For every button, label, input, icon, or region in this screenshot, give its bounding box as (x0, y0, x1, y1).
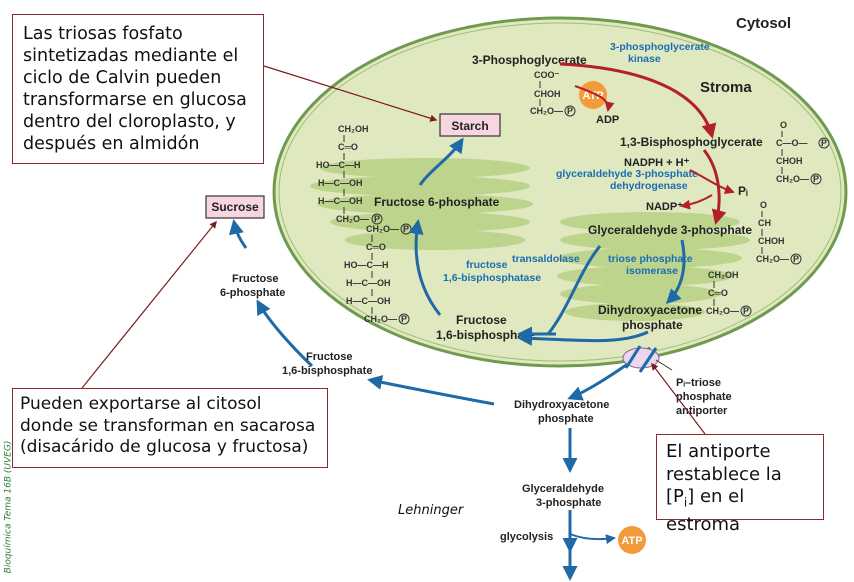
svg-text:P: P (374, 214, 380, 224)
nadp-label: NADP⁺ (646, 201, 683, 213)
svg-text:C═O: C═O (338, 142, 358, 152)
svg-text:H—C—OH: H—C—OH (318, 196, 363, 206)
dhap-stroma-1: Dihydroxyacetone (598, 303, 702, 317)
pointer-lines (81, 65, 706, 435)
sucrose-label: Sucrose (211, 200, 259, 214)
svg-text:P: P (813, 174, 819, 184)
chloroplast-inner (278, 22, 842, 362)
atp-circle-bottom (618, 526, 646, 554)
antiporter-label-3: antiporter (676, 405, 728, 417)
svg-text:P: P (567, 106, 573, 116)
g3p-cytosol-2: 3-phosphate (536, 497, 601, 509)
svg-text:P: P (743, 306, 749, 316)
svg-text:P: P (821, 138, 827, 148)
svg-text:CH₂O—: CH₂O— (776, 174, 809, 184)
transaldolase-enzyme: transaldolase (512, 253, 580, 265)
pgk-enzyme-2: kinase (628, 53, 661, 65)
svg-text:COO⁻: COO⁻ (534, 70, 560, 80)
dhap-cytosol-2: phosphate (538, 413, 594, 425)
nadph-label: NADPH + H⁺ (624, 157, 690, 169)
antiporter-label-2: phosphate (676, 391, 732, 403)
cytosol-label: Cytosol (736, 15, 791, 32)
svg-text:HO—C—H: HO—C—H (344, 260, 389, 270)
pi-label: Pᵢ (738, 184, 748, 198)
tim-enzyme-1: triose phosphate (608, 253, 693, 265)
fbp-cytosol-2: 1,6-bisphosphate (282, 365, 372, 377)
starch-box (439, 113, 501, 137)
svg-text:C—O—: C—O— (776, 138, 808, 148)
glycolysis-label: glycolysis (500, 531, 553, 543)
adp-label: ADP (596, 114, 619, 126)
svg-text:CH₂O—: CH₂O— (530, 106, 563, 116)
pathway-arrows (229, 137, 686, 581)
note-antiporter: El antiporte restablece la [Pi] en el es… (656, 434, 824, 535)
svg-text:CH₂O—: CH₂O— (336, 214, 369, 224)
tim-enzyme-2: isomerase (626, 265, 678, 277)
atp-bottom: ATP (621, 535, 642, 547)
note-calvin-triose: Las triosas fosfato sintetizadas mediant… (12, 14, 264, 164)
note-antiporter-sub: i (683, 495, 688, 510)
svg-text:CHOH: CHOH (776, 156, 803, 166)
g3p-cytosol-1: Glyceraldehyde (522, 483, 604, 495)
svg-text:CHOH: CHOH (758, 236, 785, 246)
3-phosphoglycerate: 3-Phosphoglycerate (472, 53, 587, 67)
svg-text:P: P (401, 314, 407, 324)
structure-f6p: CH₂OH C═O HO—C—H H—C—OH H—C—OH CH₂O— P (316, 124, 383, 225)
svg-text:C═O: C═O (708, 288, 728, 298)
fbpase-enzyme-2: 1,6-bisphosphatase (443, 272, 541, 284)
1-3-bisphosphoglycerate: 1,3-Bisphosphoglycerate (620, 135, 763, 149)
fbpase-enzyme-1: fructose (466, 259, 508, 271)
svg-text:CHOH: CHOH (534, 89, 561, 99)
atp-top: ATP (582, 90, 603, 102)
svg-text:CH: CH (758, 218, 771, 228)
structure-dhap-stroma: CH₂OH C═O CH₂O— P (706, 270, 752, 317)
thylakoid-stacks (310, 158, 750, 321)
f6p-cytosol-2: 6-phosphate (220, 287, 285, 299)
f6p-cytosol-1: Fructose (232, 273, 278, 285)
svg-text:CH₂O—: CH₂O— (756, 254, 789, 264)
dhap-stroma-2: phosphate (622, 318, 683, 332)
structure-fbp: CH₂O— P C═O HO—C—H H—C—OH H—C—OH CH₂O— P (344, 223, 412, 325)
fbp-stroma-1: Fructose (456, 313, 507, 327)
antiporter (622, 345, 673, 373)
side-caption: Bioquímica Tema 16B (UVEG) (3, 440, 14, 574)
svg-text:CH₂OH: CH₂OH (338, 124, 369, 134)
svg-text:CH₂O—: CH₂O— (366, 224, 399, 234)
svg-text:H—C—OH: H—C—OH (346, 296, 391, 306)
note-antiporter-b: ] en el estroma (666, 486, 745, 536)
note-antiporter-a: El antiporte restablece la [P (666, 441, 782, 507)
antiporter-label-1: Pᵢ–triose (676, 377, 721, 389)
svg-text:O: O (760, 200, 767, 210)
structure-3pg: COO⁻ CHOH CH₂O— P (530, 70, 576, 117)
note-export-cytosol: Pueden exportarse al citosol donde se tr… (12, 388, 328, 468)
svg-text:H—C—OH: H—C—OH (346, 278, 391, 288)
fbp-cytosol-1: Fructose (306, 351, 352, 363)
pgk-enzyme-1: 3-phosphoglycerate (610, 41, 710, 53)
svg-text:O: O (780, 120, 787, 130)
svg-text:CH₂O—: CH₂O— (706, 306, 739, 316)
dhap-cytosol-1: Dihydroxyacetone (514, 399, 609, 411)
sucrose-box (205, 195, 265, 219)
svg-text:CH₂O—: CH₂O— (364, 314, 397, 324)
stroma-label: Stroma (700, 79, 752, 96)
fructose-6-phosphate: Fructose 6-phosphate (374, 195, 500, 209)
gapdh-enzyme-1: glyceraldehyde 3-phosphate (556, 168, 698, 180)
reduction-arrows (559, 62, 735, 225)
svg-text:C═O: C═O (366, 242, 386, 252)
svg-text:CH₂OH: CH₂OH (708, 270, 739, 280)
svg-text:H—C—OH: H—C—OH (318, 178, 363, 188)
svg-text:P: P (793, 254, 799, 264)
starch-label: Starch (451, 119, 488, 133)
atp-circle-top (579, 81, 607, 109)
glyceraldehyde-3-phosphate: Glyceraldehyde 3-phosphate (588, 223, 752, 237)
svg-text:P: P (403, 224, 409, 234)
structure-g3p: O CH CHOH CH₂O— P (756, 200, 802, 265)
gapdh-enzyme-2: dehydrogenase (610, 180, 688, 192)
source-credit: Lehninger (398, 503, 464, 518)
svg-text:HO—C—H: HO—C—H (316, 160, 361, 170)
structure-13bpg: O C—O— P CHOH CH₂O— P (776, 120, 830, 185)
fbp-stroma-2: 1,6-bisphosphate (436, 328, 535, 342)
